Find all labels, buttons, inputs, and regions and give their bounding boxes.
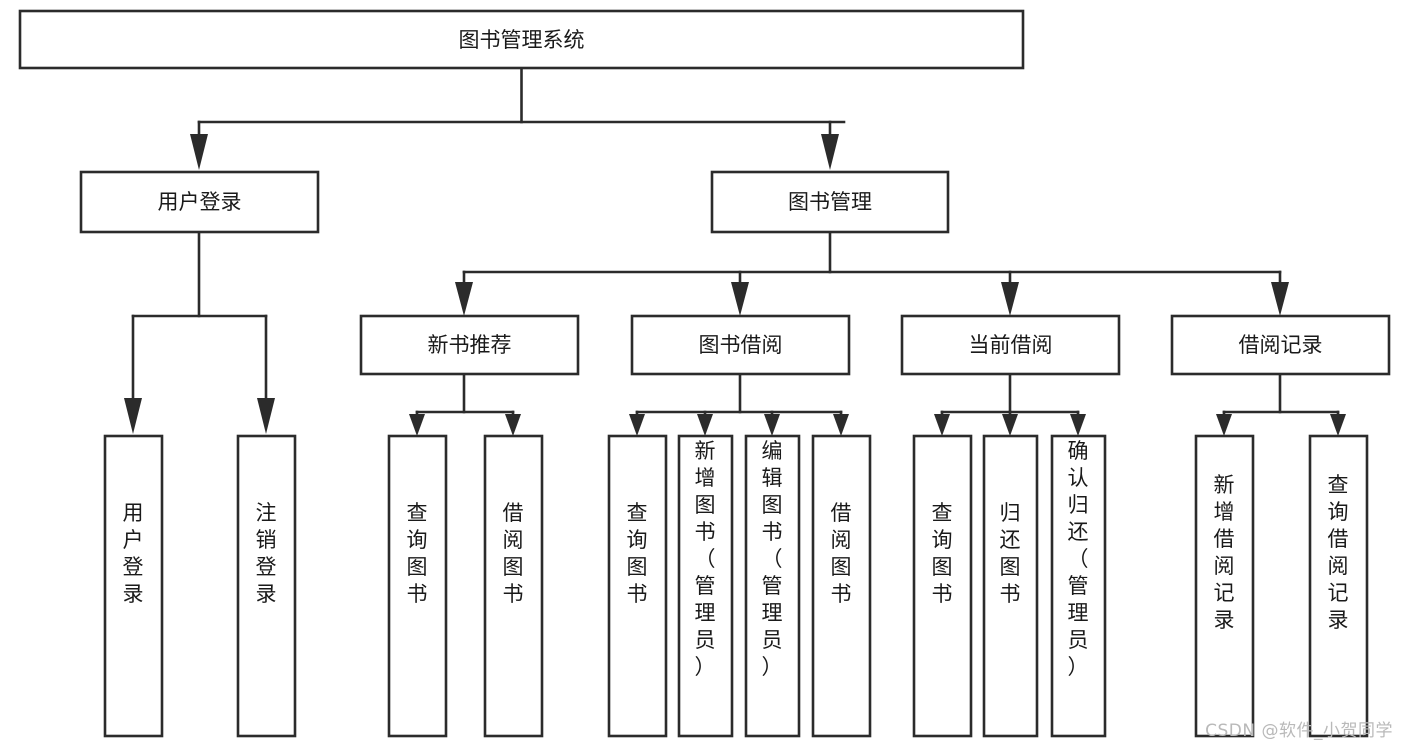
leaf-user-login-1-box[interactable] — [236, 434, 297, 738]
csdn-watermark: CSDN @软件_小贺同学 — [1205, 721, 1393, 741]
leaf-current-borrow-1-label: 归还图书 — [1000, 501, 1021, 606]
leaf-book-borrow-3-label: 借阅图书 — [831, 501, 852, 606]
leaf-user-login-0[interactable]: 用户登录 — [103, 434, 164, 738]
arrow-head-borrowrecord-1 — [1330, 414, 1346, 436]
arrow-head-bookborrow-2 — [764, 414, 780, 436]
connector-group-root — [190, 66, 846, 170]
leaf-current-borrow-0-label: 查询图书 — [932, 501, 953, 606]
node-book-management-box[interactable] — [710, 170, 950, 234]
leaf-user-login-1-label: 注销登录 — [256, 501, 277, 606]
leaf-borrow-record-1-box[interactable] — [1308, 434, 1369, 738]
connector-group-user-login — [124, 230, 275, 434]
arrow-head-bookmgmt-2 — [1001, 282, 1019, 316]
node-borrow-record-label: 借阅记录 — [1239, 333, 1323, 357]
leaf-book-borrow-2[interactable]: 编辑图书（管理员） — [744, 434, 801, 738]
leaf-book-borrow-0-label: 查询图书 — [627, 501, 648, 606]
leaf-current-borrow-0[interactable]: 查询图书 — [912, 434, 973, 738]
node-root[interactable]: 图书管理系统 — [18, 9, 1025, 70]
node-new-book-recommend-label: 新书推荐 — [428, 333, 512, 357]
leaf-current-borrow-2-box[interactable] — [1050, 434, 1107, 738]
node-borrow-record[interactable]: 借阅记录 — [1170, 314, 1391, 376]
arrow-head-borrowrecord-0 — [1216, 414, 1232, 436]
leaf-current-borrow-1[interactable]: 归还图书 — [982, 434, 1039, 738]
leaf-user-login-0-label: 用户登录 — [123, 501, 144, 606]
leaf-current-borrow-2-label: 确认归还（管理员） — [1068, 439, 1089, 679]
leaf-borrow-record-1-label: 查询借阅记录 — [1328, 473, 1349, 632]
arrow-head-currentborrow-0 — [934, 414, 950, 436]
node-user-login[interactable]: 用户登录 — [79, 170, 320, 234]
leaf-current-borrow-1-box[interactable] — [982, 434, 1039, 738]
connector-group-book-borrow — [629, 372, 849, 436]
node-book-management-label: 图书管理 — [788, 190, 872, 214]
connector-group-new-book — [409, 372, 521, 436]
leaf-user-login-0-box[interactable] — [103, 434, 164, 738]
arrow-head-userlogin-1 — [257, 398, 275, 434]
node-book-borrow-box[interactable] — [630, 314, 851, 376]
arrow-head-bookmgmt-3 — [1271, 282, 1289, 316]
connector-group-book-management — [455, 230, 1289, 316]
node-user-login-label: 用户登录 — [158, 190, 242, 214]
node-root-box[interactable] — [18, 9, 1025, 70]
node-book-borrow[interactable]: 图书借阅 — [630, 314, 851, 376]
leaf-book-borrow-0[interactable]: 查询图书 — [607, 434, 668, 738]
arrow-head-currentborrow-1 — [1002, 414, 1018, 436]
leaf-book-borrow-2-box[interactable] — [744, 434, 801, 738]
arrow-head-currentborrow-2 — [1070, 414, 1086, 436]
leaf-book-borrow-0-box[interactable] — [607, 434, 668, 738]
arrow-head-userlogin-0 — [124, 398, 142, 434]
leaf-book-borrow-3[interactable]: 借阅图书 — [811, 434, 872, 738]
leaf-book-borrow-1-box[interactable] — [677, 434, 734, 738]
leaf-current-borrow-0-box[interactable] — [912, 434, 973, 738]
node-current-borrow[interactable]: 当前借阅 — [900, 314, 1121, 376]
connector-group-borrow-record — [1216, 372, 1346, 436]
leaf-book-borrow-1[interactable]: 新增图书（管理员） — [677, 434, 734, 738]
arrow-head-bookmgmt-1 — [731, 282, 749, 316]
node-book-borrow-label: 图书借阅 — [699, 333, 783, 357]
leaf-new-book-1-label: 借阅图书 — [503, 501, 524, 606]
leaf-borrow-record-1[interactable]: 查询借阅记录 — [1308, 434, 1369, 738]
leaf-borrow-record-0-box[interactable] — [1194, 434, 1255, 738]
node-new-book-recommend-box[interactable] — [359, 314, 580, 376]
node-borrow-record-box[interactable] — [1170, 314, 1391, 376]
leaf-new-book-1[interactable]: 借阅图书 — [483, 434, 544, 738]
node-current-borrow-label: 当前借阅 — [969, 333, 1053, 357]
node-root-label: 图书管理系统 — [459, 28, 585, 52]
node-book-management[interactable]: 图书管理 — [710, 170, 950, 234]
leaf-borrow-record-0[interactable]: 新增借阅记录 — [1194, 434, 1255, 738]
arrow-head-bookmgmt-0 — [455, 282, 473, 316]
arrow-head-bookborrow-1 — [697, 414, 713, 436]
leaf-book-borrow-2-label: 编辑图书（管理员） — [762, 439, 783, 679]
leaf-new-book-0-box[interactable] — [387, 434, 448, 738]
leaf-new-book-0[interactable]: 查询图书 — [387, 434, 448, 738]
arrow-head-root-1 — [821, 134, 839, 170]
node-current-borrow-box[interactable] — [900, 314, 1121, 376]
leaf-borrow-record-0-label: 新增借阅记录 — [1214, 473, 1235, 632]
leaf-user-login-1[interactable]: 注销登录 — [236, 434, 297, 738]
leaf-new-book-1-box[interactable] — [483, 434, 544, 738]
leaf-new-book-0-label: 查询图书 — [407, 501, 428, 606]
arrow-head-root-0 — [190, 134, 208, 170]
arrow-head-bookborrow-3 — [833, 414, 849, 436]
arrow-head-newbook-0 — [409, 414, 425, 436]
node-user-login-box[interactable] — [79, 170, 320, 234]
leaf-current-borrow-2[interactable]: 确认归还（管理员） — [1050, 434, 1107, 738]
connector-group-current-borrow — [934, 372, 1086, 436]
leaf-book-borrow-1-label: 新增图书（管理员） — [695, 439, 716, 679]
arrow-head-newbook-1 — [505, 414, 521, 436]
leaf-book-borrow-3-box[interactable] — [811, 434, 872, 738]
arrow-head-bookborrow-0 — [629, 414, 645, 436]
node-new-book-recommend[interactable]: 新书推荐 — [359, 314, 580, 376]
